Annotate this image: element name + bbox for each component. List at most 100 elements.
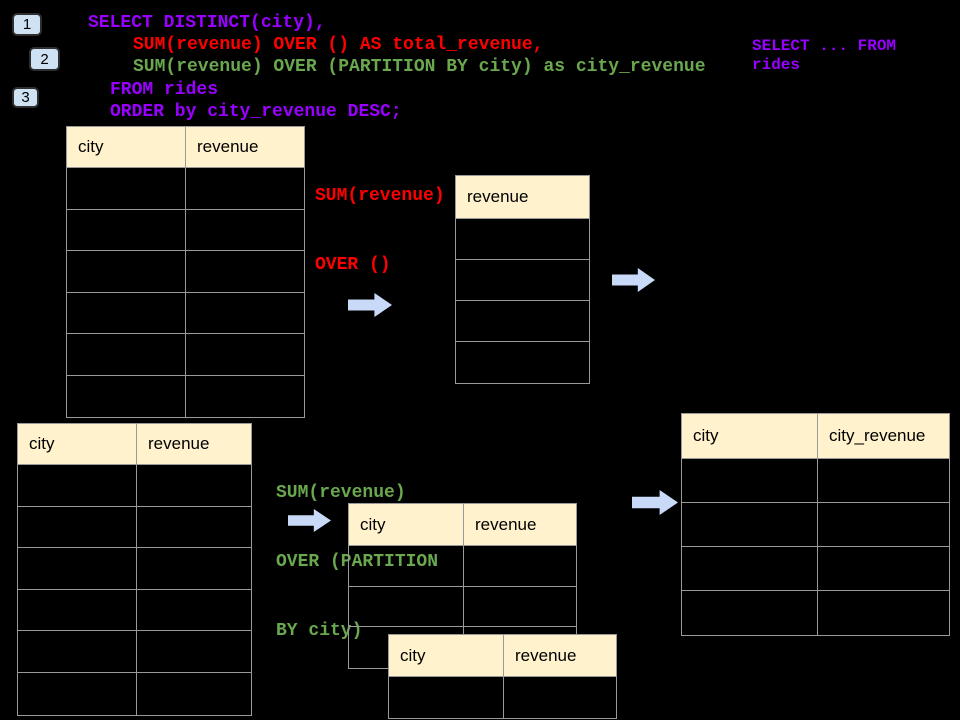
table-row	[682, 459, 949, 503]
table-cell-empty	[682, 503, 818, 546]
table-cell-empty	[504, 677, 616, 718]
right-arrow-icon	[632, 490, 678, 515]
table-source-bottom: city revenue	[17, 423, 252, 716]
table-cell-empty	[186, 210, 304, 251]
table-source-top-header: city revenue	[67, 127, 304, 168]
step-badge-3: 3	[12, 87, 39, 108]
right-arrow-icon	[612, 268, 655, 292]
table-cell-empty	[186, 293, 304, 334]
table-partition-overlap-header: city revenue	[389, 635, 616, 677]
table-cell-empty	[137, 465, 251, 506]
table-row	[67, 292, 304, 334]
sql-line-from: FROM rides	[110, 80, 219, 100]
header-cell-city: city	[349, 504, 464, 545]
table-cell-empty	[18, 672, 137, 715]
header-cell-city: city	[67, 127, 186, 167]
table-city-revenue-result-body	[682, 459, 949, 635]
table-row	[18, 672, 251, 715]
table-row	[67, 168, 304, 210]
header-cell-revenue: revenue	[148, 434, 210, 453]
side-note-line-2: rides	[752, 56, 801, 74]
header-cell-revenue: revenue	[197, 137, 259, 156]
step-badge-2: 2	[29, 47, 60, 71]
table-total-result-header: revenue	[456, 176, 589, 219]
table-cell-empty	[18, 465, 137, 506]
table-cell-empty	[137, 507, 251, 548]
table-row	[349, 586, 576, 627]
table-row	[18, 548, 251, 590]
table-cell-empty	[818, 591, 949, 635]
header-cell-city: city	[682, 414, 818, 458]
table-row	[682, 591, 949, 635]
table-row	[67, 334, 304, 376]
side-note-line-1: SELECT ... FROM	[752, 37, 897, 55]
table-source-bottom-header: city revenue	[18, 424, 251, 465]
table-cell-empty	[18, 506, 137, 548]
table-row	[456, 301, 589, 342]
sql-line-total-revenue: SUM(revenue) OVER () AS total_revenue,	[133, 35, 544, 55]
header-cell-revenue: revenue	[475, 514, 537, 534]
table-row	[682, 547, 949, 591]
sql-line-partition: SUM(revenue) OVER (PARTITION BY city) as…	[133, 57, 706, 77]
table-source-top: city revenue	[66, 126, 305, 418]
annotation-partition-line-2: OVER (PARTITION	[276, 552, 439, 572]
step-badge-2-label: 2	[40, 50, 49, 68]
table-cell-empty	[137, 631, 251, 672]
table-cell-empty	[456, 260, 589, 300]
table-row	[67, 209, 304, 251]
table-cell-empty	[137, 548, 251, 589]
sql-line-order-by: ORDER by city_revenue DESC;	[110, 102, 402, 122]
table-row	[682, 503, 949, 547]
table-cell-empty	[67, 375, 186, 417]
annotation-total-revenue: SUM(revenue) OVER ()	[315, 139, 445, 323]
table-city-revenue-result: city city_revenue	[681, 413, 950, 636]
table-partition-overlap-body	[389, 677, 616, 718]
sql-line-select: SELECT DISTINCT(city),	[88, 13, 326, 33]
table-cell-empty	[818, 547, 949, 590]
table-city-revenue-result-header: city city_revenue	[682, 414, 949, 459]
table-row	[18, 465, 251, 507]
table-total-result-body	[456, 219, 589, 383]
table-row	[67, 375, 304, 418]
table-row	[389, 677, 616, 718]
table-row	[456, 260, 589, 301]
table-row	[67, 251, 304, 293]
annotation-partition: SUM(revenue) OVER (PARTITION BY city)	[276, 436, 438, 689]
header-cell-city-revenue: city_revenue	[829, 426, 926, 445]
header-cell-revenue: revenue	[515, 645, 577, 665]
table-cell-empty	[464, 587, 576, 627]
table-cell-empty	[186, 251, 304, 292]
table-cell-empty	[18, 631, 137, 672]
table-source-top-body	[67, 168, 304, 417]
table-cell-empty	[818, 503, 949, 546]
table-cell-empty	[137, 673, 251, 715]
table-cell-empty	[682, 591, 818, 635]
table-cell-empty	[137, 590, 251, 631]
table-row	[456, 342, 589, 383]
table-partition-mid-header: city revenue	[349, 504, 576, 546]
table-total-result: revenue	[455, 175, 590, 384]
table-cell-empty	[456, 301, 589, 341]
table-cell-empty	[456, 342, 589, 383]
table-cell-empty	[186, 334, 304, 375]
annotation-total-revenue-line-2: OVER ()	[315, 255, 391, 275]
table-cell-empty	[349, 586, 464, 626]
table-cell-empty	[67, 292, 186, 333]
table-row	[349, 546, 576, 587]
table-partition-overlap: city revenue	[388, 634, 617, 719]
table-cell-empty	[67, 168, 186, 209]
table-row	[18, 631, 251, 673]
table-cell-empty	[186, 376, 304, 418]
header-cell-revenue: revenue	[467, 187, 529, 206]
table-cell-empty	[67, 209, 186, 250]
annotation-partition-line-1: SUM(revenue)	[276, 483, 406, 503]
table-cell-empty	[464, 546, 576, 586]
table-cell-empty	[682, 547, 818, 590]
table-cell-empty	[389, 677, 504, 718]
table-cell-empty	[818, 459, 949, 502]
table-cell-empty	[67, 251, 186, 292]
annotation-total-revenue-line-1: SUM(revenue)	[315, 186, 445, 206]
table-cell-empty	[682, 459, 818, 502]
table-cell-empty	[349, 546, 464, 586]
